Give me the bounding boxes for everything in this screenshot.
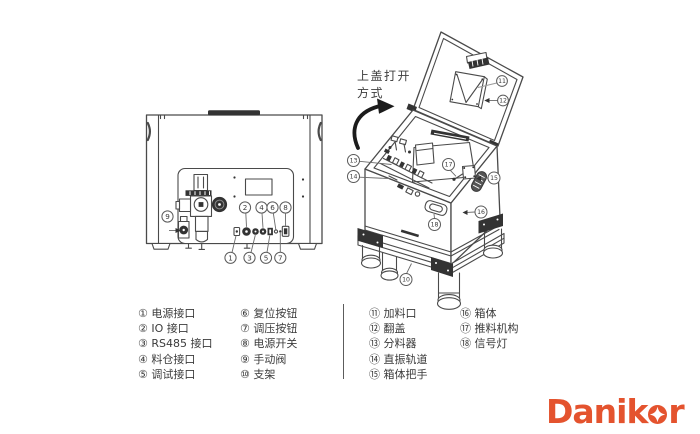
- left-leg: [360, 244, 382, 269]
- corner-bracket-front: [431, 257, 453, 277]
- right-grip: [317, 121, 322, 142]
- box-body: [364, 109, 501, 266]
- legend-item: ⑮ 箱体把手: [369, 367, 428, 381]
- legend-item: ② IO 接口: [138, 322, 189, 336]
- lid-open-note-line1: 上盖打开: [357, 69, 412, 83]
- svg-text:1: 1: [228, 253, 233, 262]
- svg-text:6: 6: [270, 203, 275, 212]
- legend-item: ④ 料仓接口: [138, 352, 196, 366]
- reset-button: [273, 229, 279, 234]
- open-lid: [406, 31, 524, 149]
- signal-light: [424, 200, 448, 216]
- callout-18: 18: [428, 213, 441, 231]
- connector-row: [233, 225, 290, 237]
- divider-unit: [390, 135, 399, 143]
- callout-2: 2: [238, 201, 252, 227]
- legend-column-1: ① 电源接口 ② IO 接口 ③ RS485 接口 ④ 料仓接口 ⑤ 调试接口: [138, 306, 212, 382]
- logo-text-suffix: r: [668, 392, 684, 431]
- right-foot: [297, 242, 318, 250]
- side-handle: [470, 171, 488, 192]
- air-regulator: [175, 173, 228, 250]
- svg-text:3: 3: [247, 253, 252, 262]
- legend-item: ⑦ 调压按钮: [240, 322, 298, 336]
- legend-item: ⑧ 电源开关: [240, 337, 298, 351]
- svg-text:11: 11: [498, 78, 506, 85]
- vibration-track: [379, 162, 430, 189]
- display-window: [244, 178, 273, 196]
- logo-text-prefix: Danik: [546, 392, 648, 431]
- callout-14: 14: [347, 170, 390, 183]
- legend-column-2: ⑥ 复位按钮 ⑦ 调压按钮 ⑧ 电源开关 ⑨ 手动阀 ⑩ 支架: [240, 306, 297, 382]
- svg-text:9: 9: [165, 212, 170, 221]
- svg-text:8: 8: [283, 203, 288, 212]
- callout-12: 12: [484, 94, 509, 107]
- legend-item: ⑨ 手动阀: [240, 352, 287, 366]
- legend-item: ⑭ 直振轨道: [369, 352, 428, 366]
- legend-item: ⑱ 信号灯: [460, 337, 508, 351]
- svg-text:2: 2: [243, 203, 248, 212]
- callout-5: 5: [259, 235, 273, 264]
- callout-3: 3: [243, 234, 256, 264]
- callout-1: 1: [224, 235, 237, 264]
- svg-text:10: 10: [402, 277, 410, 284]
- legend-item: ⑥ 复位按钮: [240, 307, 298, 320]
- back-leg: [380, 247, 399, 281]
- legend-item: ⑯ 箱体: [460, 307, 497, 320]
- callout-11: 11: [477, 75, 508, 89]
- left-grip: [146, 121, 151, 142]
- callout-10: 10: [399, 263, 413, 286]
- callout-7: 7: [274, 233, 287, 264]
- iso-view-diagram: 11 12 13 14 15 16 17: [347, 31, 524, 310]
- callout-17: 17: [442, 158, 457, 177]
- callout-6: 6: [266, 201, 279, 230]
- legend-column-3: ⑪ 加料口 ⑫ 翻盖 ⑬ 分料器 ⑭ 直振轨道 ⑮ 箱体把手: [369, 306, 428, 382]
- callout-16: 16: [462, 205, 488, 219]
- svg-text:16: 16: [477, 209, 485, 216]
- svg-text:14: 14: [350, 174, 358, 181]
- legend-item: ⑫ 翻盖: [369, 322, 406, 336]
- legend-item: ① 电源接口: [138, 307, 196, 320]
- callout-15: 15: [476, 171, 501, 185]
- back-view-diagram: 9 2 4 6 8 1 3 5: [145, 110, 323, 264]
- brand-logo: Danik r: [546, 392, 685, 431]
- logo-star-icon: [648, 405, 668, 424]
- legend-item: ⑪ 加料口: [369, 307, 417, 320]
- pressure-button: [279, 230, 282, 233]
- corner-bracket-left: [357, 228, 383, 248]
- callout-9: 9: [161, 210, 181, 233]
- svg-text:13: 13: [350, 158, 358, 165]
- legend-item: ⑩ 支架: [240, 367, 276, 381]
- stand: [357, 213, 505, 310]
- legend-item: ⑰ 推料机构: [460, 322, 519, 336]
- front-leg: [436, 272, 462, 310]
- svg-text:18: 18: [431, 222, 439, 229]
- svg-text:4: 4: [259, 203, 264, 212]
- lid-latch: [465, 51, 490, 69]
- lid-open-note-line2: 方式: [357, 86, 385, 100]
- callout-13: 13: [347, 154, 392, 167]
- svg-text:17: 17: [445, 162, 453, 169]
- top-handle: [208, 110, 260, 116]
- manual-valve: [179, 215, 188, 223]
- legend-column-4: ⑯ 箱体 ⑰ 推料机构 ⑱ 信号灯: [460, 306, 519, 352]
- legend-item: ⑤ 调试接口: [138, 367, 196, 381]
- left-foot: [151, 242, 171, 250]
- callout-8: 8: [279, 201, 292, 227]
- svg-text:5: 5: [264, 253, 269, 262]
- svg-text:15: 15: [490, 175, 498, 182]
- feed-funnel: [449, 71, 488, 110]
- feeder-internals: [379, 129, 477, 197]
- svg-text:7: 7: [278, 253, 283, 262]
- lid-open-note: 上盖打开 方式: [357, 68, 411, 102]
- svg-text:12: 12: [499, 98, 507, 105]
- legend-item: ③ RS485 接口: [138, 337, 213, 351]
- right-leg: [482, 228, 504, 259]
- legend-item: ⑬ 分料器: [369, 337, 417, 351]
- lid-open-arrow: [352, 98, 395, 150]
- brand-plate: [400, 229, 419, 238]
- corner-bracket-right: [478, 213, 503, 234]
